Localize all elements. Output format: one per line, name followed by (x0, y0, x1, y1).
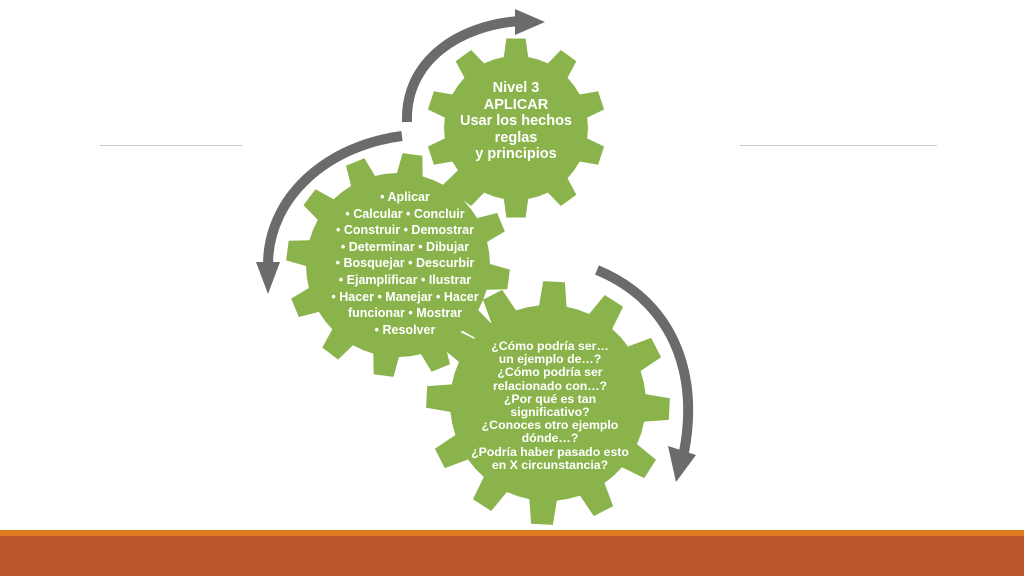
divider-line-right (740, 145, 937, 146)
gear-left-line: • Calcular • Concluir (345, 206, 465, 221)
gear-bottom-line: en X circunstancia? (491, 457, 609, 472)
gear-left-line: • Construir • Demostrar (336, 223, 474, 238)
gear-bottom-line: dónde…? (521, 431, 579, 446)
gear-bottom-line: ¿Conoces otro ejemplo (481, 418, 619, 433)
gear-bottom-line: ¿Podría haber pasado esto (471, 444, 629, 459)
gear-bottom-text: ¿Cómo podría ser… un ejemplo de…? ¿Cómo … (450, 339, 650, 472)
gear-left-line: • Bosquejar • Descurbir (335, 256, 475, 271)
gear-bottom-line: un ejemplo de…? (498, 352, 602, 367)
gear-left-line: • Hacer • Manejar • Hacer (331, 289, 479, 304)
divider-line-left (100, 145, 242, 146)
arrowhead-right (668, 446, 696, 482)
footer-bar (0, 536, 1024, 576)
footer-accent-bar (0, 530, 1024, 536)
gear-top-line: Nivel 3 (492, 80, 540, 96)
gear-left-line: • Aplicar (380, 190, 430, 204)
gear-left (286, 153, 510, 377)
gear-bottom-line: ¿Cómo podría ser… (491, 339, 609, 353)
curved-arrow-right (595, 265, 694, 453)
gear-bottom-line: relacionado con…? (492, 378, 608, 393)
gear-top-line: Usar los hechos (459, 113, 572, 129)
gear-top-line: reglas (494, 129, 538, 146)
gear-top-line: APLICAR (483, 96, 549, 113)
gear-left-line: • Determinar • Dibujar (340, 239, 470, 254)
arrowhead-top (515, 9, 545, 35)
gear-left-line: • Ejamplificar • Ilustrar (338, 272, 472, 287)
gear-bottom-line: significativo? (510, 405, 590, 420)
gear-top-text: Nivel 3 APLICAR Usar los hechos reglas y… (436, 80, 596, 163)
gear-left-line: funcionar • Mostrar (347, 306, 463, 321)
gear-left-line: • Resolver (374, 322, 436, 337)
gear-bottom-line: ¿Por qué es tan (503, 391, 597, 406)
gear-top-line: y principios (475, 146, 557, 162)
curved-arrow-left (263, 131, 403, 266)
gear-bottom-line: ¿Cómo podría ser (497, 365, 603, 380)
arrowhead-left (256, 262, 280, 294)
gear-top (427, 38, 605, 218)
curved-arrow-top (401, 16, 521, 123)
gear-bottom (426, 281, 670, 525)
gear-left-text: • Aplicar • Calcular • Concluir • Constr… (300, 189, 510, 338)
